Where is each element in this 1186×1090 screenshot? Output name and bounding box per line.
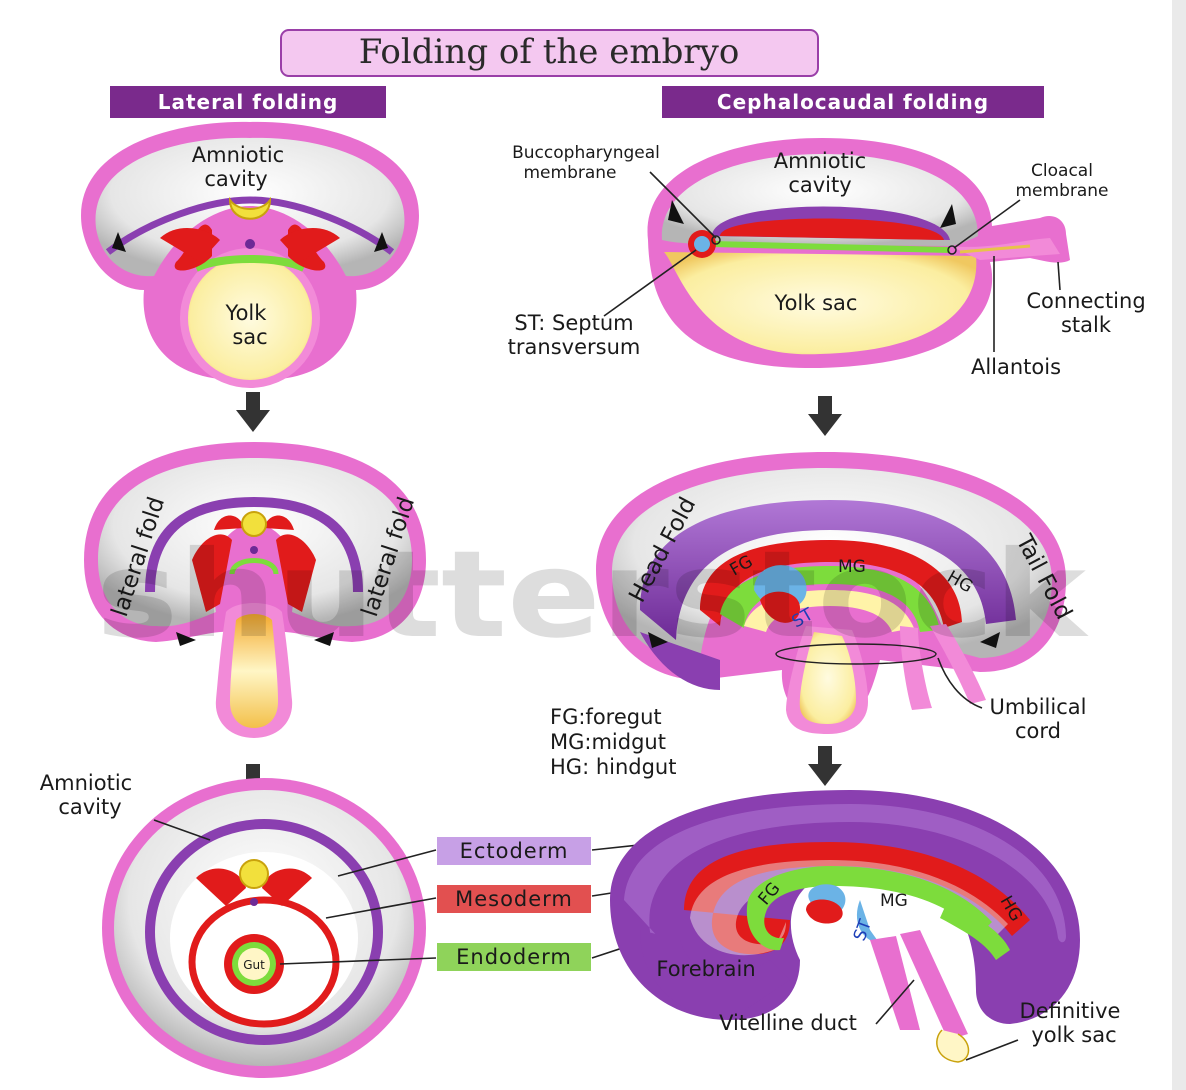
gut-label: Gut [243,958,265,972]
cloacal-membrane-label-a: Cloacal [1031,161,1093,181]
septum-label-b: transversum [508,335,641,359]
cephalocaudal-stage-3: FG MG HG ST Forebrain Vitelline duct Def… [610,790,1121,1063]
septum-label-a: ST: Septum [514,311,633,335]
endoderm-label: Endoderm [456,945,572,969]
allantois-label: Allantois [971,355,1061,379]
mesoderm-label: Mesoderm [455,887,573,911]
cloacal-membrane-label-b: membrane [1015,181,1108,201]
lateral-header: Lateral folding [110,86,386,118]
connecting-stalk-label-b: stalk [1061,313,1112,337]
arrow-cephalocaudal-1 [808,396,842,436]
definitive-yolk-sac-label-b: yolk sac [1031,1023,1116,1047]
connecting-stalk-label-a: Connecting [1026,289,1145,313]
vitelline-duct-label: Vitelline duct [719,1011,857,1035]
legend-hg: HG: hindgut [550,755,676,779]
yolk-sac-label-1b: sac [232,325,267,349]
ectoderm-leader-left [337,849,437,877]
buccopharyngeal-label-b: membrane [523,163,616,183]
lateral-stage-2: lateral fold lateral fold [84,442,426,738]
mg-label-2: MG [880,891,908,911]
amniotic-cavity-label-3a: Amniotic [40,771,132,795]
amniotic-cavity-label-3b: cavity [58,795,121,819]
umbilical-cord-label-b: cord [1015,719,1061,743]
mesoderm-leader-left [325,897,437,919]
amniotic-cavity-label-2b: cavity [788,173,851,197]
umbilical-cord-label-a: Umbilical [990,695,1087,719]
arrow-lateral-1 [236,392,270,432]
mg-label-1: MG [838,557,866,577]
gut-abbreviation-legend: FG:foregut MG:midgut HG: hindgut [550,705,676,779]
lateral-stage-1: Amniotic cavity Yolk sac [81,121,419,388]
yolk-sac-label-2: Yolk sac [774,291,858,315]
cephalocaudal-header: Cephalocaudal folding [662,86,1044,118]
arrow-cephalocaudal-2 [808,746,842,786]
lateral-header-label: Lateral folding [158,90,339,114]
cephalocaudal-stage-2: Head Fold Tail Fold FG MG HG ST Umbilica… [596,452,1086,743]
legend-fg: FG:foregut [550,705,662,729]
endoderm-box: Endoderm [435,941,593,973]
legend-mg: MG:midgut [550,730,666,754]
definitive-yolk-sac-label-a: Definitive [1020,999,1121,1023]
amniotic-cavity-label-1b: cavity [204,167,267,191]
page-title: Folding of the embryo [359,32,740,72]
cephalocaudal-stage-1: Buccopharyngeal membrane Amniotic cavity… [508,138,1146,379]
forebrain-label: Forebrain [656,957,755,981]
lateral-stage-3: Gut Amniotic cavity [40,771,426,1078]
endoderm-leader-left [279,957,437,965]
mesoderm-box: Mesoderm [435,883,593,915]
ectoderm-label: Ectoderm [460,839,569,863]
title-box: Folding of the embryo [280,29,819,77]
yolk-sac-label-1a: Yolk [225,301,268,325]
page-edge [1172,0,1186,1090]
amniotic-cavity-label-2a: Amniotic [774,149,866,173]
cephalocaudal-header-label: Cephalocaudal folding [717,90,989,114]
ectoderm-box: Ectoderm [435,835,593,867]
buccopharyngeal-label-a: Buccopharyngeal [512,143,660,163]
amniotic-cavity-label-1a: Amniotic [192,143,284,167]
watermark: shutterstock [96,526,1090,665]
